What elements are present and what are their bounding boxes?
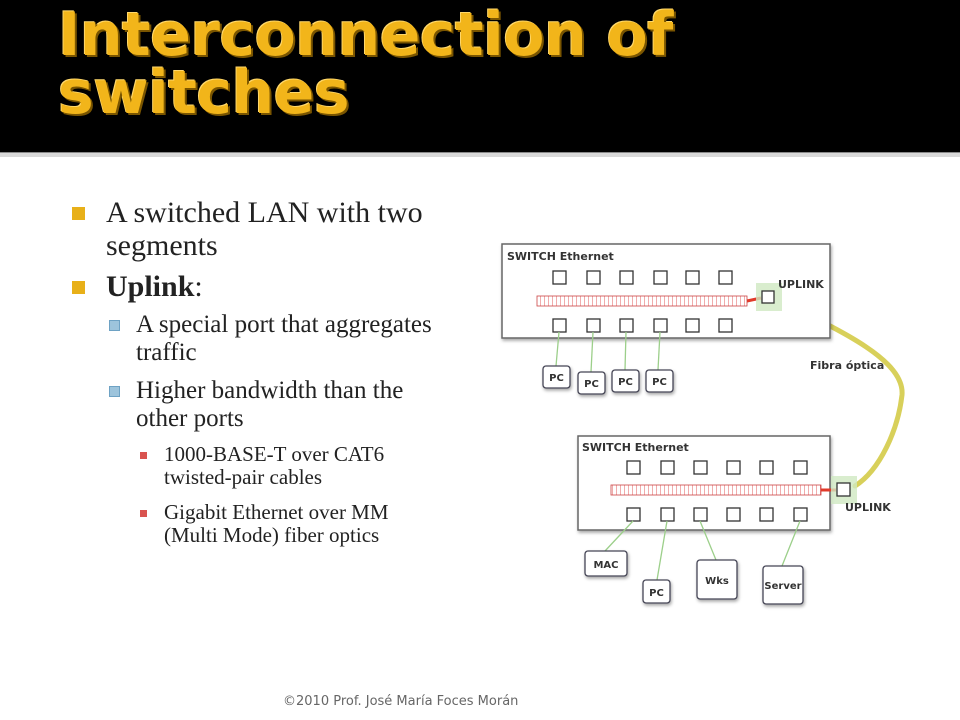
device-label: PC xyxy=(549,373,564,384)
switch-2-devices: MAC PC Wks Server xyxy=(584,550,804,605)
sub-bullet-square-icon xyxy=(109,386,120,397)
device-box xyxy=(611,369,640,393)
sub-sub-bullet-text: 1000-BASE-T over CAT6 twisted-pair cable… xyxy=(164,442,385,489)
device-label: Server xyxy=(764,581,801,592)
port xyxy=(586,270,601,285)
switch-2-top-ports xyxy=(626,460,808,475)
bullet-uplink: Uplink: xyxy=(72,270,432,303)
device-label: PC xyxy=(649,588,664,599)
cable xyxy=(590,331,594,373)
bullet-square-icon xyxy=(72,207,85,220)
port xyxy=(586,318,601,333)
port xyxy=(653,270,668,285)
port xyxy=(759,460,774,475)
sub-sub-bullet-cat6: 1000-BASE-T over CAT6 twisted-pair cable… xyxy=(72,443,432,489)
bullet-list: A switched LAN with two segments Uplink:… xyxy=(72,196,432,559)
port xyxy=(626,507,641,522)
cable xyxy=(624,331,627,371)
port xyxy=(718,270,733,285)
port xyxy=(693,460,708,475)
sub-bullet-bandwidth: Higher bandwidth than the other ports xyxy=(72,377,432,433)
slide-title: Interconnection of switches xyxy=(58,0,673,128)
port xyxy=(718,318,733,333)
cable xyxy=(781,520,801,567)
sub-sub-bullet-square-icon xyxy=(140,452,147,459)
cable xyxy=(555,331,560,367)
port xyxy=(685,318,700,333)
port xyxy=(726,460,741,475)
device-label: MAC xyxy=(593,560,618,571)
device-box xyxy=(542,365,571,389)
switch-2-cables xyxy=(604,520,801,581)
device-label: PC xyxy=(652,377,667,388)
sub-bullet-text: A special port that aggregates traffic xyxy=(136,311,432,366)
port xyxy=(660,507,675,522)
switch-1: SWITCH Ethernet UPLINK xyxy=(501,243,831,339)
device-label: PC xyxy=(584,379,599,390)
title-bar xyxy=(0,0,960,152)
port xyxy=(552,318,567,333)
title-rule xyxy=(0,152,960,157)
switch-1-devices: PC PC PC PC xyxy=(542,365,674,395)
port xyxy=(759,507,774,522)
switch-2-uplink-label: UPLINK xyxy=(845,501,891,514)
switch-2-bus xyxy=(610,484,822,496)
switch-1-top-ports xyxy=(552,270,733,285)
switch-1-uplink-port xyxy=(761,290,775,304)
device-label: PC xyxy=(618,377,633,388)
port xyxy=(619,270,634,285)
sub-bullet-text: Higher bandwidth than the other ports xyxy=(136,377,404,432)
fiber-label: Fibra óptica xyxy=(810,359,884,372)
device-box xyxy=(584,550,628,577)
cable xyxy=(604,520,634,552)
switch-1-bottom-ports xyxy=(552,318,733,333)
port xyxy=(653,318,668,333)
footer-copyright: ©2010 Prof. José María Foces Morán xyxy=(283,694,519,709)
device-label: Wks xyxy=(705,576,729,587)
switch-2: SWITCH Ethernet UPLINK xyxy=(577,435,891,531)
switch-1-bus xyxy=(536,295,748,307)
device-box xyxy=(762,565,804,605)
switch-2-uplink-port xyxy=(836,482,851,497)
bullet-uplink-label: Uplink xyxy=(106,270,195,303)
bullet-uplink-colon: : xyxy=(194,270,203,303)
sub-bullet-special-port: A special port that aggregates traffic xyxy=(72,311,432,367)
switch-1-label: SWITCH Ethernet xyxy=(507,250,614,263)
cable xyxy=(656,520,668,581)
port xyxy=(626,460,641,475)
port xyxy=(552,270,567,285)
sub-sub-bullet-fiber: Gigabit Ethernet over MM (Multi Mode) fi… xyxy=(72,501,432,547)
sub-sub-bullet-square-icon xyxy=(140,510,147,517)
cable xyxy=(657,331,661,371)
port xyxy=(693,507,708,522)
device-box xyxy=(577,371,606,395)
switch-1-uplink-label: UPLINK xyxy=(778,278,824,291)
device-box xyxy=(645,369,674,393)
sub-sub-bullet-text: Gigabit Ethernet over MM (Multi Mode) fi… xyxy=(164,500,389,547)
bullet-text: A switched LAN with two segments xyxy=(106,196,423,262)
bullet-square-icon xyxy=(72,281,85,294)
port xyxy=(685,270,700,285)
port xyxy=(660,460,675,475)
sub-bullet-square-icon xyxy=(109,320,120,331)
switch-2-bottom-ports xyxy=(626,507,808,522)
device-box xyxy=(696,559,738,600)
port xyxy=(793,507,808,522)
port xyxy=(619,318,634,333)
port xyxy=(793,460,808,475)
bullet-switched-lan: A switched LAN with two segments xyxy=(72,196,432,262)
port xyxy=(726,507,741,522)
cable xyxy=(699,520,717,561)
switch-1-cables xyxy=(555,331,661,373)
switch-2-label: SWITCH Ethernet xyxy=(582,441,689,454)
device-box xyxy=(642,579,671,604)
